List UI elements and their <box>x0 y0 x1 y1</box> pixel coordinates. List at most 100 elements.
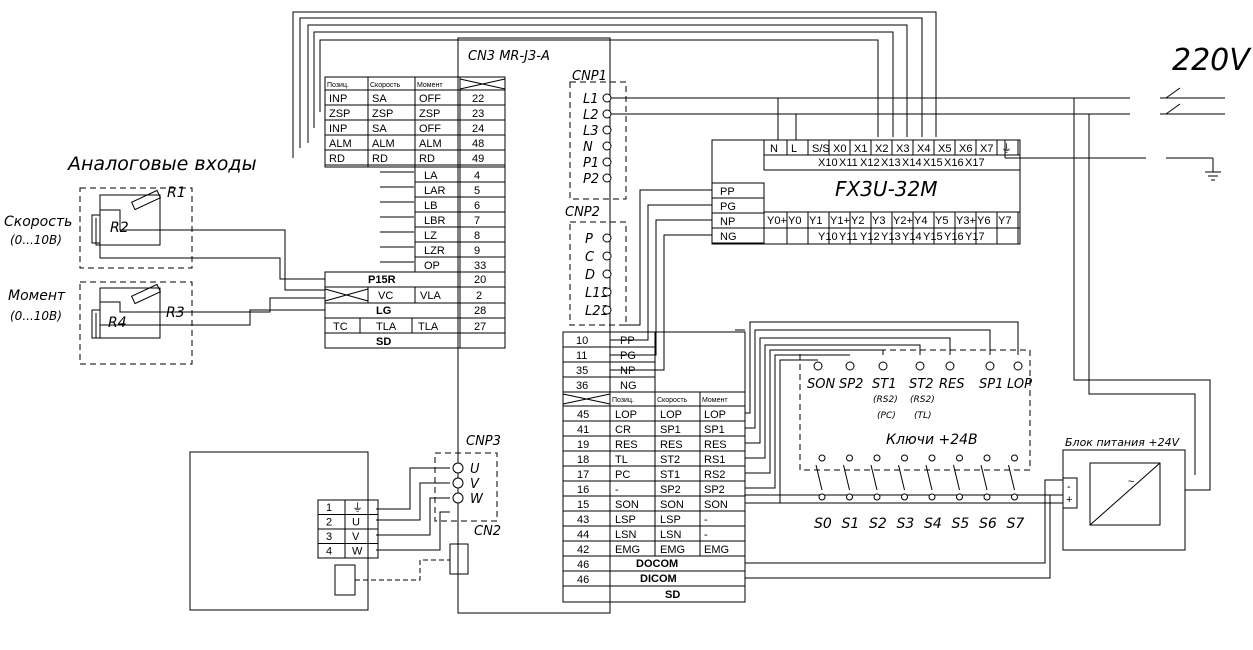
plc-terminal: X12 <box>860 157 880 169</box>
ps-plus: + <box>1066 494 1072 506</box>
plc-terminal: X7 <box>980 143 993 155</box>
switch-blade <box>925 464 933 491</box>
switch-label: S3 <box>897 516 915 532</box>
cnp2-pin: L11 <box>585 286 609 301</box>
table-cell: OFF <box>419 93 441 105</box>
table-cell: RES <box>615 439 638 451</box>
table-cell: LZR <box>424 245 445 257</box>
table-line <box>562 393 611 405</box>
table-cell: LAR <box>424 185 445 197</box>
table-header: Скорость <box>370 82 401 89</box>
table-cell: ST2 <box>660 454 680 466</box>
table-cell: ZSP <box>419 108 440 120</box>
table-cell: SD <box>665 589 680 601</box>
plc-model: FX3U-32M <box>835 177 938 201</box>
switch-contact <box>873 493 881 501</box>
table-cell: TLA <box>418 321 439 333</box>
resistor-r1: R1 <box>167 185 186 201</box>
cnp3-pin: W <box>470 492 484 507</box>
table-cell: ST1 <box>660 469 680 481</box>
plc-terminal: X11 <box>839 157 858 169</box>
pin-terminal <box>602 125 612 135</box>
plc-terminal: X5 <box>938 143 951 155</box>
pin-terminal <box>602 233 612 243</box>
table-cell: 9 <box>474 245 480 257</box>
pin-terminal <box>452 477 464 489</box>
table-cell: 36 <box>576 380 588 392</box>
indicator-lamp <box>878 361 888 371</box>
table-cell: TC <box>333 321 348 333</box>
indicator-sublabel: (RS2) <box>910 395 935 405</box>
switch-blade <box>980 464 988 491</box>
table-cell: 23 <box>472 108 484 120</box>
pin-terminal <box>602 269 612 279</box>
plc-terminal: X16 <box>944 157 964 169</box>
table-cell: LSP <box>660 514 681 526</box>
switch-contact <box>818 454 826 462</box>
indicator-label: ST2 <box>909 377 933 392</box>
indicator-label: SP2 <box>839 377 863 392</box>
table-cell: LSP <box>615 514 636 526</box>
table-cell: EMG <box>615 544 640 556</box>
table-cell: 33 <box>474 260 486 272</box>
cnp1-label: CNP1 <box>572 69 607 84</box>
cnp2-pin: L21 <box>585 304 609 319</box>
cnp1-pin: P1 <box>583 156 599 171</box>
table-cell: - <box>704 529 708 541</box>
table-header: Момент <box>417 82 443 89</box>
table-header: Момент <box>702 397 728 404</box>
plc-terminal: Y5 <box>935 215 948 227</box>
resistor-r3: R3 <box>166 305 185 321</box>
indicator-label: LOP <box>1007 377 1032 392</box>
torque-range: (0...10В) <box>10 309 62 323</box>
table-cell: 10 <box>576 335 588 347</box>
switch-label: S5 <box>952 516 970 532</box>
switch-contact <box>956 493 963 501</box>
plc-terminal: ⏚ <box>1001 142 1012 155</box>
cnp3-pin: V <box>470 477 480 492</box>
table-cell: OP <box>424 260 440 272</box>
switch-contact <box>901 493 908 501</box>
table-cell: NP <box>620 365 635 377</box>
table-cell: 27 <box>474 321 486 333</box>
power-supply-label: Блок питания +24V <box>1065 436 1181 449</box>
pin-terminal <box>602 305 612 315</box>
indicator-lamp <box>945 361 955 371</box>
cnp2-pin: P <box>585 232 593 247</box>
voltage-label: 220V <box>1172 43 1252 78</box>
table-line <box>459 78 506 90</box>
table-cell: 4 <box>474 170 480 182</box>
table-cell: 11 <box>576 350 587 362</box>
table-cell: 4 <box>326 546 332 558</box>
table-cell: 45 <box>577 409 589 421</box>
resistor-r4: R4 <box>108 315 127 331</box>
pin-terminal <box>602 141 612 151</box>
cnp2-label: CNP2 <box>565 205 600 220</box>
table-cell: DICOM <box>640 573 677 585</box>
table-cell: 43 <box>577 514 589 526</box>
table-cell: ZSP <box>329 108 350 120</box>
table-cell: LSN <box>660 529 681 541</box>
table-cell: ALM <box>372 138 395 150</box>
plc-terminal: Y1 <box>809 215 822 227</box>
table-cell: TL <box>615 454 628 466</box>
table-cell: 7 <box>474 215 480 227</box>
plc-terminal: Y13 <box>881 231 901 243</box>
table-cell: SON <box>615 499 639 511</box>
plc-left-terminal: PG <box>720 201 736 213</box>
plc-terminal: X2 <box>875 143 888 155</box>
cnp1-pin: L1 <box>583 92 599 107</box>
table-cell: 35 <box>576 365 588 377</box>
table-cell: ZSP <box>372 108 393 120</box>
pin-terminal <box>602 251 612 261</box>
table-cell: 2 <box>326 517 332 529</box>
analog-inputs-label: Аналоговые входы <box>66 153 257 175</box>
table-cell: 44 <box>577 529 589 541</box>
plc-terminal: X13 <box>881 157 901 169</box>
pin-terminal <box>602 109 612 119</box>
table-cell: 16 <box>577 484 589 496</box>
ps-symbol: ~ <box>1128 476 1134 488</box>
switch-contact <box>956 454 963 462</box>
